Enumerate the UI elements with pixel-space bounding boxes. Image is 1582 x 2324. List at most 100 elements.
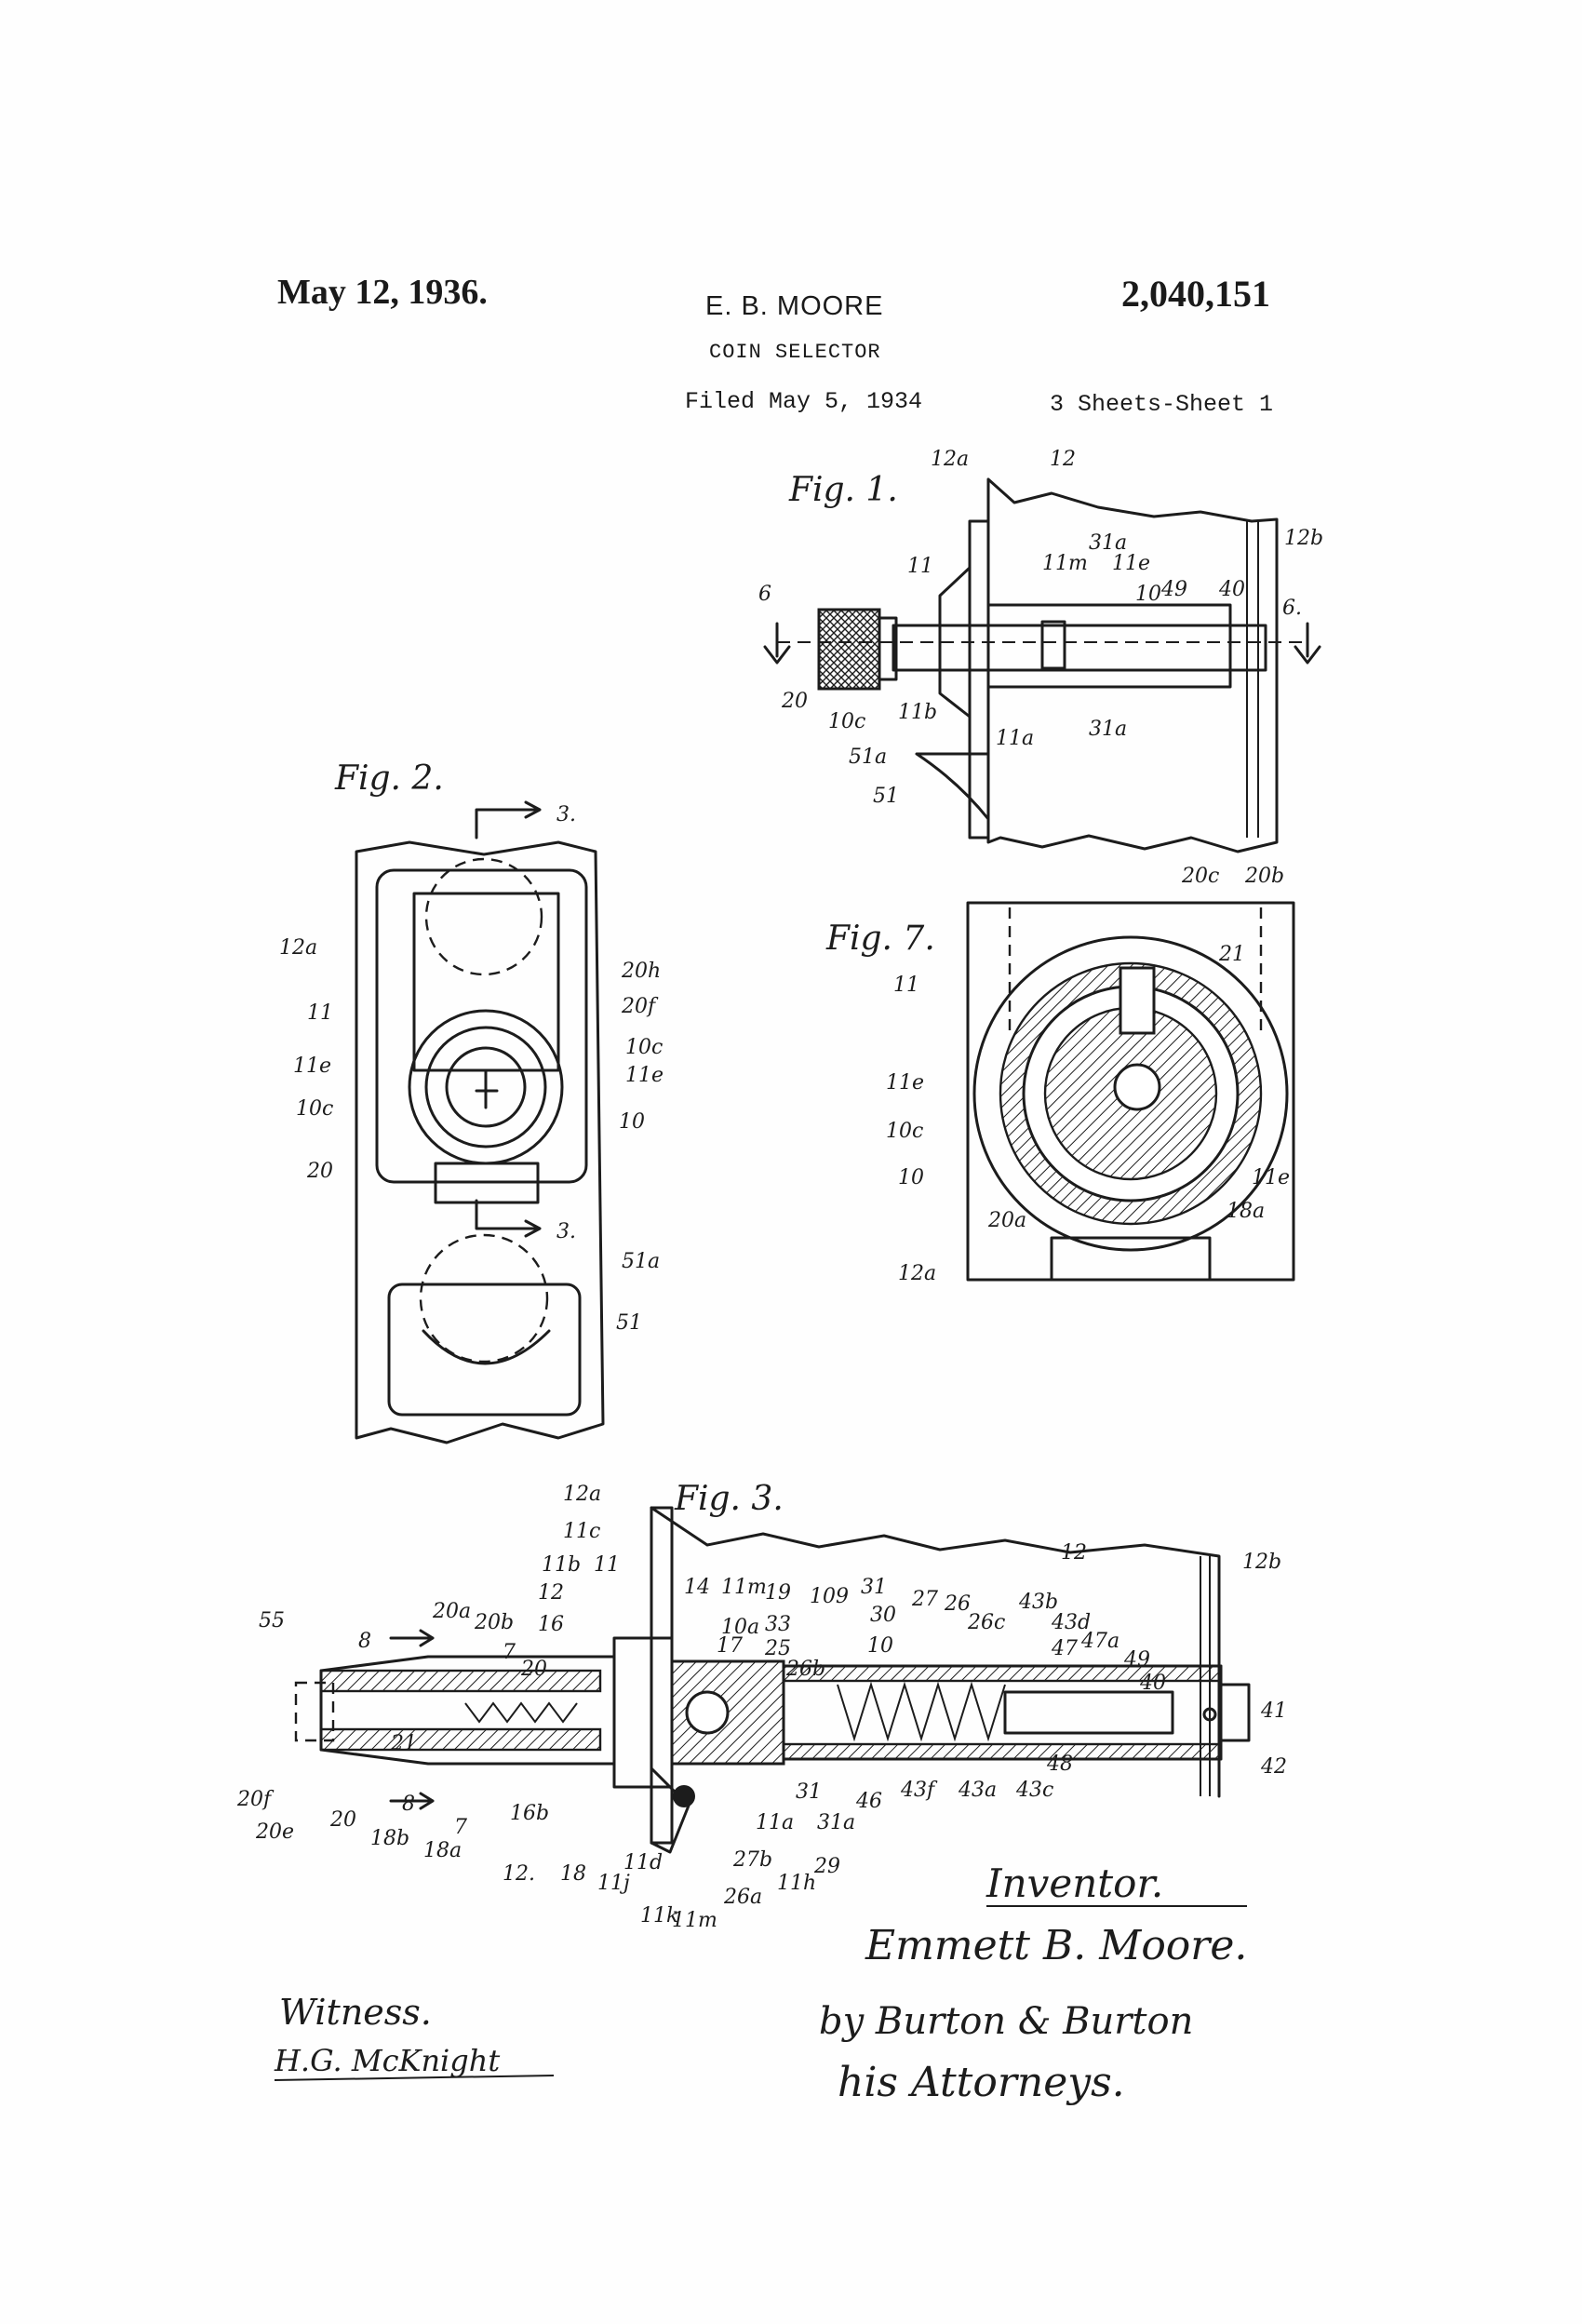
ref-label: 11 [893,974,919,997]
ref-label: 12 [1061,1541,1087,1565]
ref-label: 18a [423,1839,462,1862]
ref-label: 40 [1139,1672,1166,1695]
fig2-tab [434,1162,540,1204]
fig3-section-8-bottom [389,1792,435,1810]
fig1-section-arrow-left [763,622,791,665]
ref-label: 19 [765,1581,791,1605]
fig3-label: Fig. 3. [674,1480,784,1518]
ref-label: 12 [538,1581,564,1605]
signature-block: Inventor. Emmett B. Moore. by Burton & B… [274,1861,1247,2106]
fig3-knob-wall-bottom [319,1727,602,1752]
attorneys-label: his Attorneys. [838,2059,1125,2106]
ref-label: 33 [765,1613,791,1636]
fig7-tab [1050,1236,1212,1282]
fig3-knob-end-hidden [294,1681,335,1742]
fig7-label: Fig. 7. [825,920,935,958]
ref-label: 16b [510,1802,549,1825]
ref-label: 20 [329,1808,356,1832]
ref-label: 43a [958,1779,997,1802]
figure-3: Fig. 3. [236,1480,1287,1932]
fig2-ring-inner [445,1046,527,1128]
ref-label: 6. [1282,597,1302,620]
fig3-wall-top [650,1506,1221,1798]
ref-label: 10c [886,1120,923,1143]
filing-date: Filed May 5, 1934 [685,388,923,415]
ref-label: 11e [1112,552,1150,575]
fig7-shaft [1113,1063,1161,1111]
ref-label: 31a [1089,718,1127,741]
fig1-knurled-knob [817,608,881,691]
fig2-section-top [475,800,542,840]
patent-title: COIN SELECTOR [709,341,881,364]
witness-signature: H.G. McKnight [274,2043,500,2078]
ref-label: 7 [503,1641,516,1664]
ref-label: 11 [307,1001,333,1025]
ref-label: 20 [520,1658,547,1681]
ref-label: 30 [870,1604,896,1627]
fig7-key [1119,966,1156,1035]
ref-label: 3. [556,803,576,826]
fig3-flange [612,1636,674,1789]
fig1-pin [1040,620,1066,670]
fig1-wall [986,477,1279,853]
ref-label: 42 [1260,1755,1287,1779]
fig3-spring-main [837,1681,1006,1742]
ref-label: 27 [911,1588,938,1611]
ref-label: 11d [623,1851,663,1874]
fig2-refs: 3. 3. 12a 11 11e 10c 20 20h 20f 10c 11e … [279,803,664,1335]
ref-label: 8 [402,1793,415,1816]
ref-label: 46 [855,1790,882,1813]
witness-label: Witness. [279,1992,432,2033]
ref-label: 12. [503,1862,535,1886]
ref-label: 43f [900,1779,938,1802]
ref-label: 12b [1242,1551,1281,1574]
ref-label: 40 [1218,578,1245,601]
ref-label: 12a [898,1262,936,1285]
ref-label: 26c [967,1611,1005,1634]
ref-label: 20 [781,690,808,713]
inventor-heading: Inventor. [985,1861,1163,1906]
ref-label: 3. [556,1220,576,1243]
ref-label: 12a [279,936,317,960]
ref-label: 11e [886,1071,924,1095]
ref-label: 18b [370,1827,409,1850]
ref-label: 25 [764,1637,791,1660]
fig2-cup-curve [422,1329,551,1365]
ref-label: 26b [785,1658,825,1681]
ref-label: 11a [996,727,1034,750]
fig3-end-cap [1219,1683,1251,1742]
ref-label: 26a [723,1886,762,1909]
ref-label: 17 [717,1634,743,1658]
ref-label: 11m [1042,552,1088,575]
sheet-count: 3 Sheets-Sheet 1 [1050,391,1274,418]
fig3-section-8-top [389,1629,435,1647]
ref-label: 20c [1181,865,1219,888]
fig2-section-bottom [475,1199,542,1238]
ref-label: 109 [810,1585,849,1608]
ref-label: 10c [828,710,865,733]
patent-date: May 12, 1936. [277,273,488,312]
ref-label: 20h [621,960,661,983]
ref-label: 11j [597,1872,630,1895]
figure-2: Fig. 2. 3. 3. 12a 11 11e 10c 20 [279,759,664,1444]
ref-label: 11e [293,1055,331,1078]
witness-underline [274,2075,555,2081]
ref-label: 11 [594,1553,620,1577]
ref-label: 11e [625,1064,664,1087]
fig2-coin-cup [387,1283,582,1417]
ref-label: 29 [813,1855,840,1878]
ref-label: 20e [255,1820,294,1844]
ref-label: 21 [1218,943,1245,966]
attorneys-signature: by Burton & Burton [819,2000,1193,2043]
fig1-label: Fig. 1. [788,471,898,509]
ref-label: 47a [1080,1630,1119,1653]
ref-label: 11a [756,1811,794,1834]
ref-label: 49 [1123,1648,1150,1672]
fig7-refs: 20c 20b 21 11 11e 10c 10 20a 12a 11e 18a [886,865,1290,1285]
ref-label: 27b [732,1848,772,1872]
ref-label: 11k [640,1904,678,1928]
ref-label: 21 [390,1732,417,1755]
fig3-spring-left [464,1701,578,1724]
fig7-outline [966,901,1295,1282]
